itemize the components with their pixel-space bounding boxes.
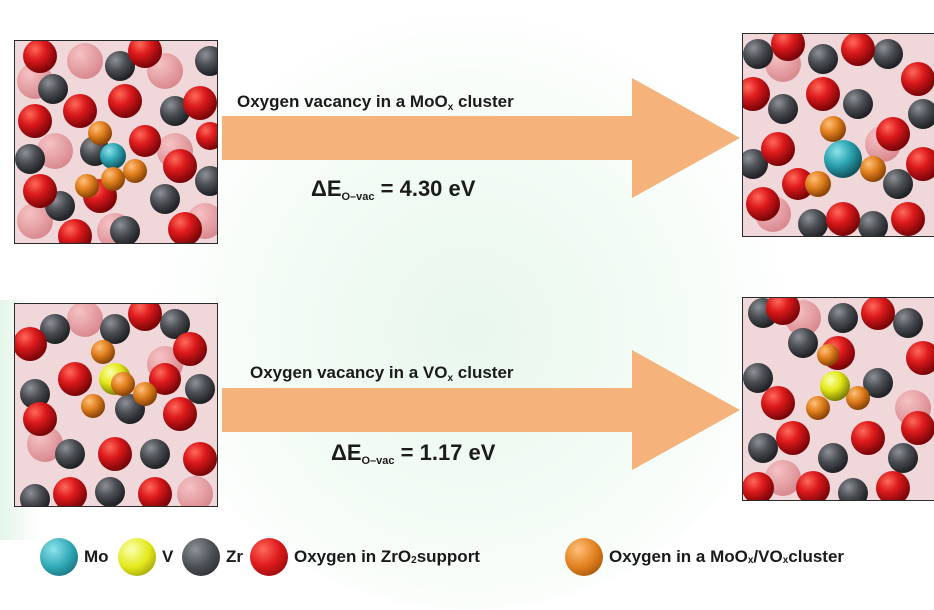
zr-atoms: [15, 46, 217, 243]
cluster-atoms: [805, 116, 886, 197]
structure-vox-before: [14, 303, 218, 507]
legend-item-mo: Mo: [40, 538, 109, 576]
oxygen-support-atoms: [18, 41, 217, 243]
energy-top: ΔEO–vac = 4.30 eV: [311, 176, 476, 203]
energy-bottom: ΔEO–vac = 1.17 eV: [331, 440, 496, 467]
cluster-atoms: [806, 344, 870, 420]
arrow-bottom: [222, 350, 740, 470]
mo-atom-icon: [40, 538, 78, 576]
oxygen-cluster-atom-icon: [565, 538, 603, 576]
structure-vox-after: [742, 297, 934, 501]
cluster-atoms: [81, 340, 157, 418]
oxygen-support-atoms: [15, 304, 217, 506]
arrow-top: [222, 78, 740, 198]
label-top: Oxygen vacancy in a MoOx cluster: [237, 92, 514, 113]
cluster-atoms: [75, 121, 147, 198]
zr-atoms: [20, 309, 215, 506]
zr-atoms: [743, 298, 923, 500]
label-bottom: Oxygen vacancy in a VOx cluster: [250, 363, 514, 384]
v-atom-icon: [118, 538, 156, 576]
background-watermark-arc: [150, 0, 790, 610]
oxygen-support-atom-icon: [250, 538, 288, 576]
oxygen-support-atoms: [743, 34, 934, 236]
structure-moox-after: [742, 33, 934, 237]
zr-atom-icon: [182, 538, 220, 576]
zr-atoms: [743, 39, 934, 236]
legend-item-zr: Zr: [182, 538, 243, 576]
legend-item-v: V: [118, 538, 173, 576]
structure-moox-before: [14, 40, 218, 244]
